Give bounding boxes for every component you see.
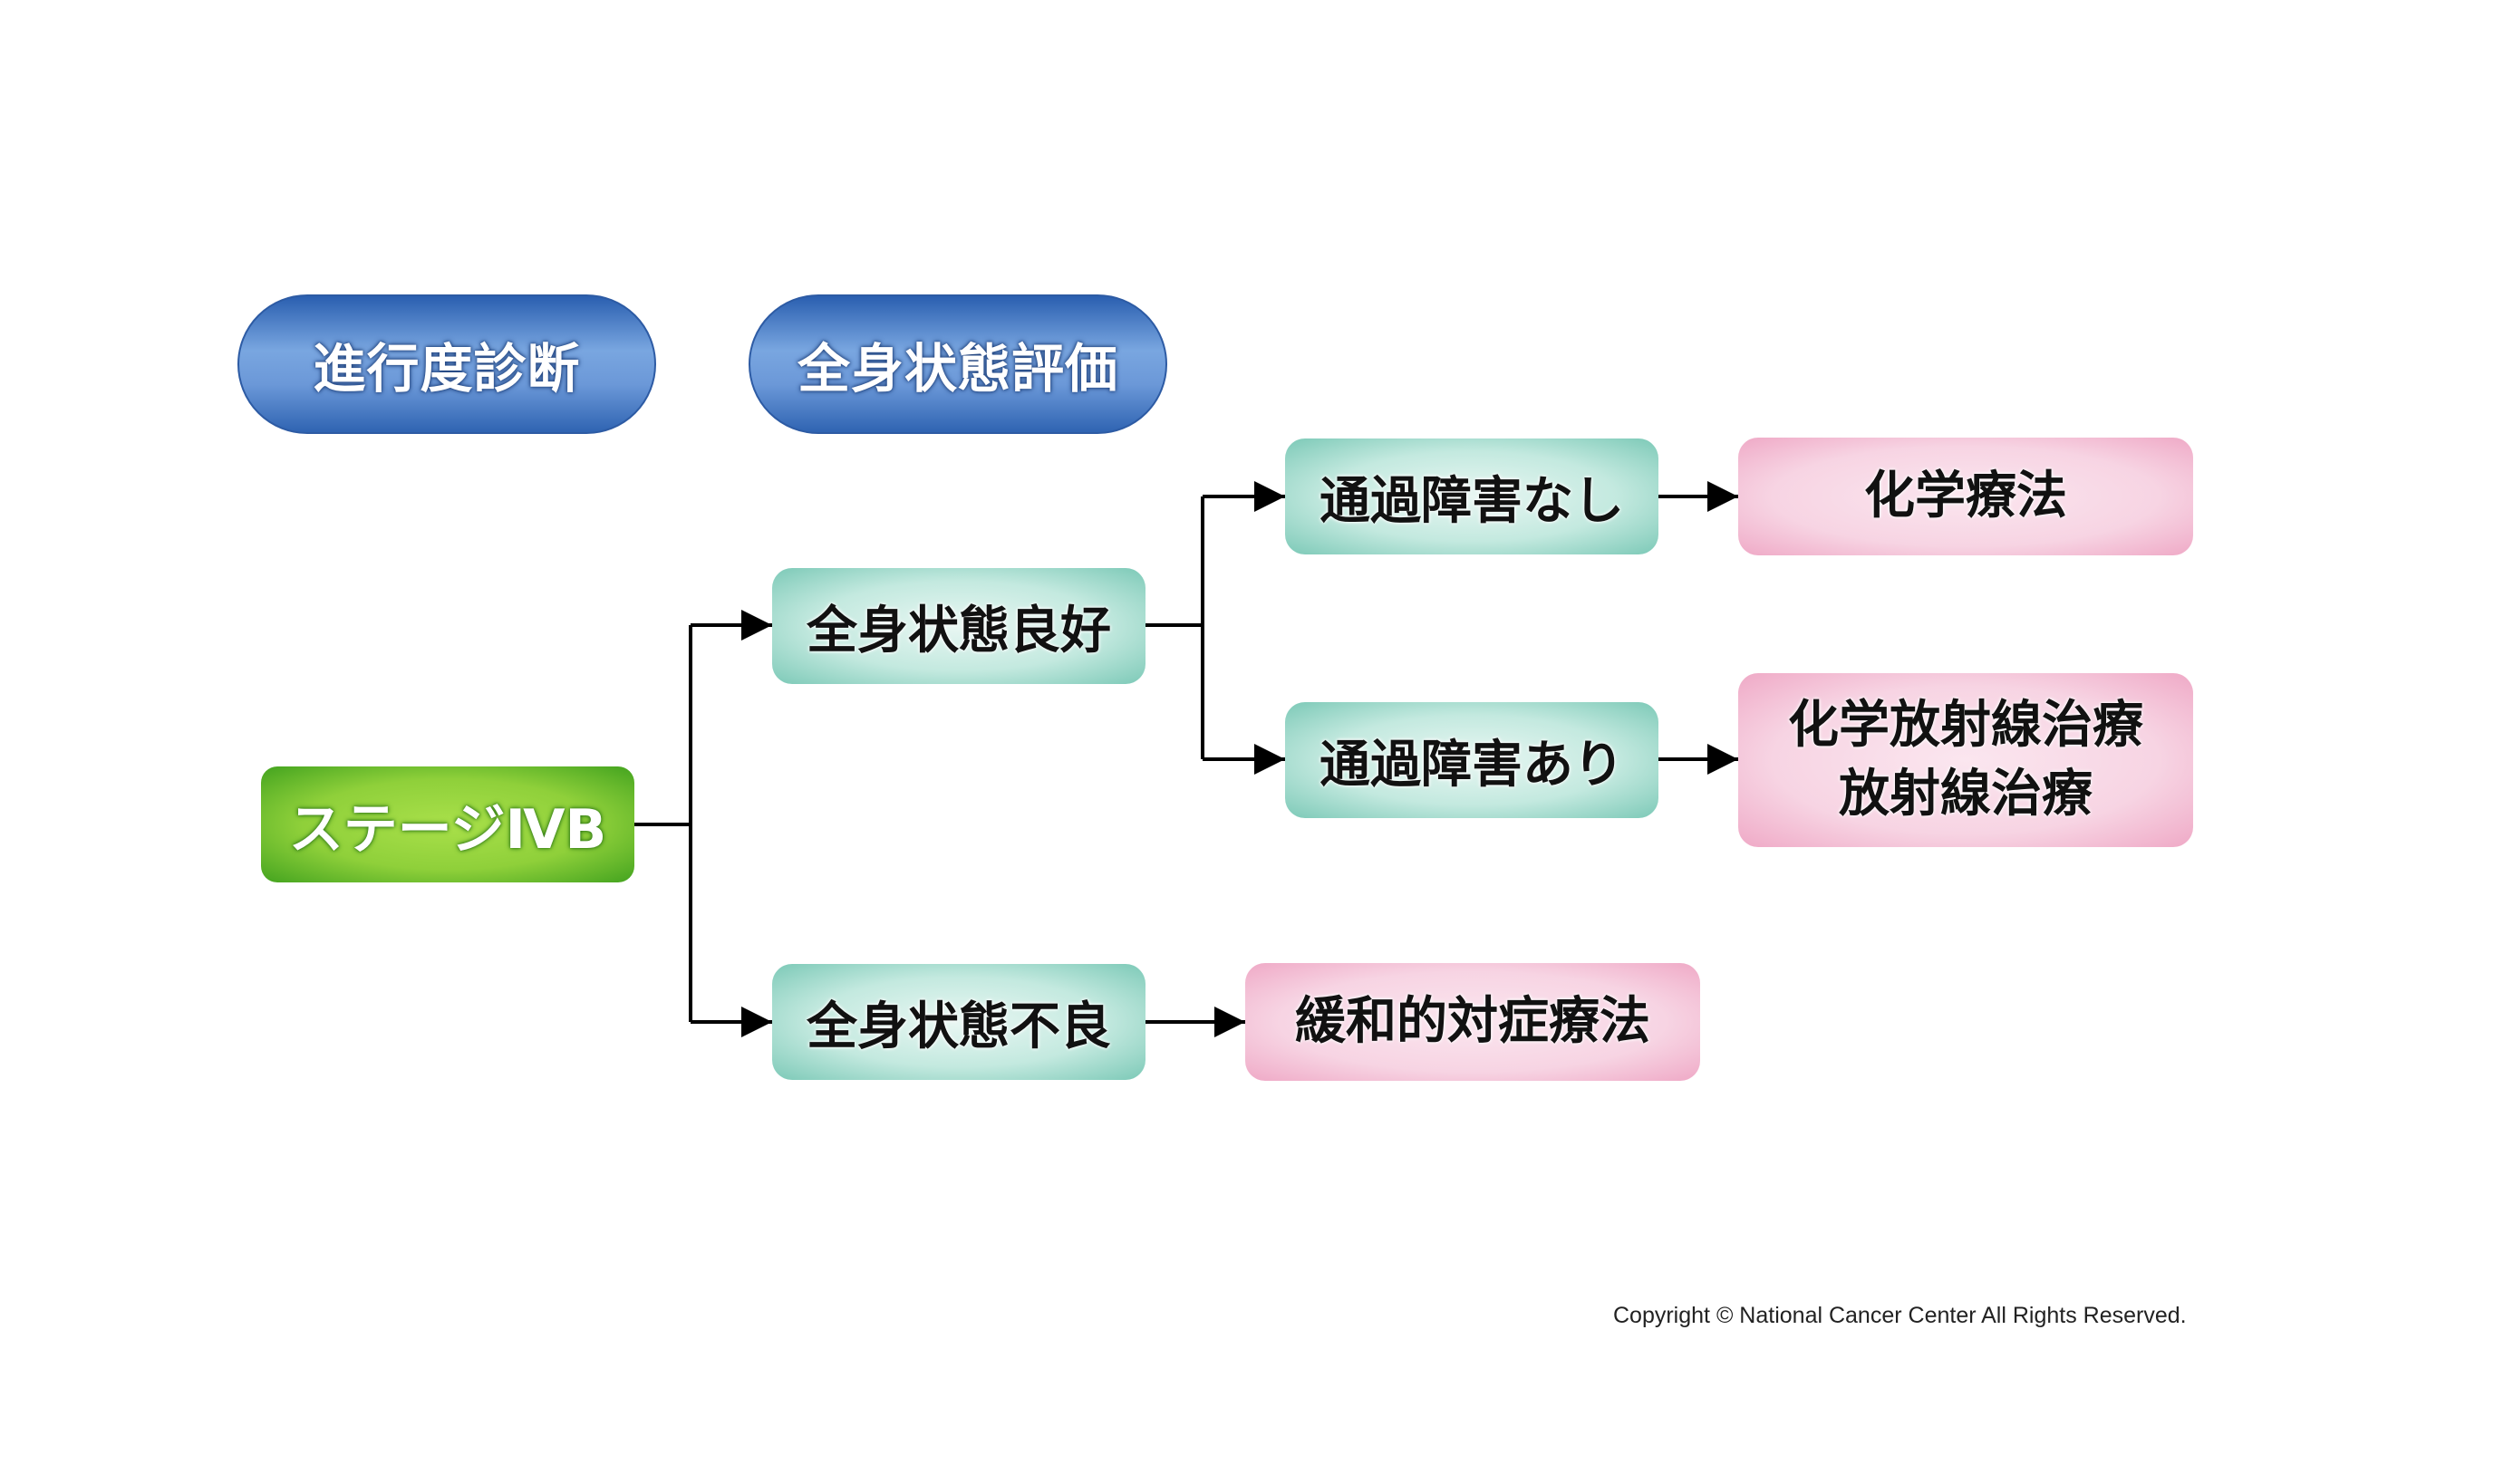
header-stage-diagnosis: 進行度診断 [237, 294, 656, 434]
copyright-text: Copyright © National Cancer Center All R… [1613, 1303, 2187, 1328]
header-general-condition: 全身状態評価 [749, 294, 1167, 434]
node-good-condition: 全身状態良好 [772, 568, 1146, 684]
node-palliative: 緩和的対症療法 [1245, 963, 1700, 1081]
node-obstruction: 通過障害あり [1285, 702, 1658, 818]
label-radiotherapy: 放射線治療 [1839, 765, 2093, 824]
node-chemotherapy: 化学療法 [1738, 438, 2193, 555]
node-poor-condition: 全身状態不良 [772, 964, 1146, 1080]
label-chemoradiotherapy: 化学放射線治療 [1788, 696, 2143, 756]
node-chemoradiotherapy-radiotherapy: 化学放射線治療 放射線治療 [1738, 673, 2193, 847]
node-no-obstruction: 通過障害なし [1285, 438, 1658, 554]
node-stage: ステージⅣB [261, 766, 634, 882]
